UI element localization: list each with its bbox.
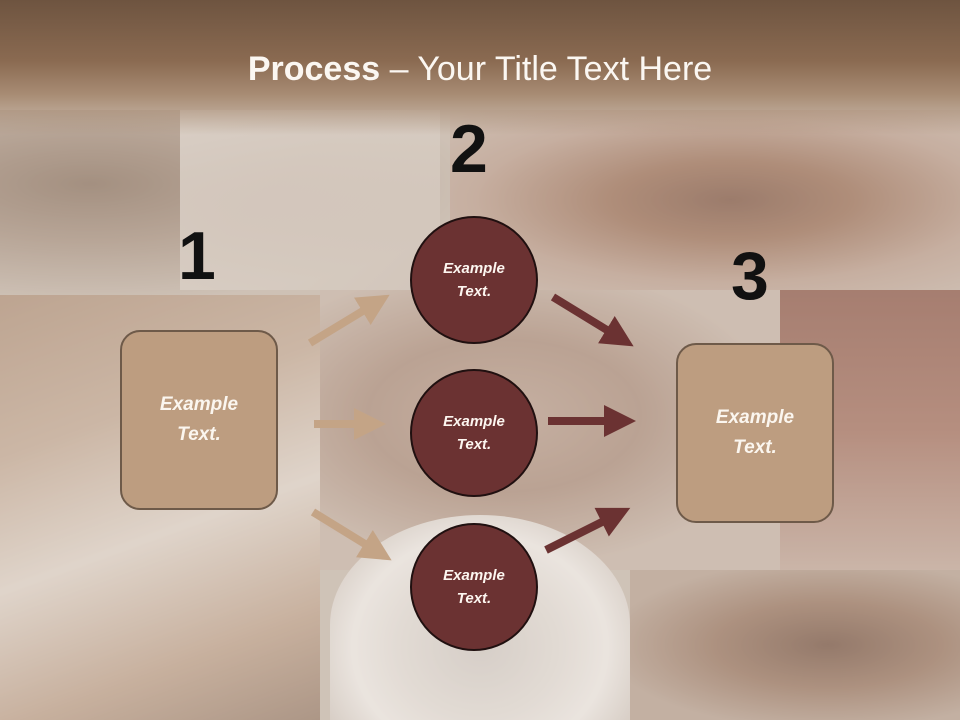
background-beans-photo [630,570,960,720]
circle-top-text: Example Text. [443,260,505,300]
circle-bottom-text: Example Text. [443,567,505,607]
circle-middle-text: Example Text. [443,413,505,453]
step-number-3: 3 [731,238,769,314]
step-2-circle-top[interactable]: Example Text. [410,216,538,344]
arrow-bottom-to-3 [544,507,631,554]
title-rest: – Your Title Text Here [380,50,713,88]
arrow-top-to-3 [550,293,634,347]
arrow-1-to-top [307,294,390,347]
background-sugar-cubes-photo [180,110,440,290]
step-2-circle-middle[interactable]: Example Text. [410,369,538,497]
step-1-text: Example Text. [159,394,239,445]
arrow-1-to-bottom [310,508,392,561]
title-band [0,0,960,135]
step-3-box[interactable]: Example Text. [676,343,834,523]
step-number-1: 1 [178,218,216,294]
title-bold: Process [247,50,381,88]
step-3-text: Example Text. [715,407,795,458]
step-number-2: 2 [450,111,488,187]
step-2-circle-bottom[interactable]: Example Text. [410,523,538,651]
slide-title[interactable]: Process – Your Title Text Here [0,50,960,89]
step-1-box[interactable]: Example Text. [120,330,278,510]
